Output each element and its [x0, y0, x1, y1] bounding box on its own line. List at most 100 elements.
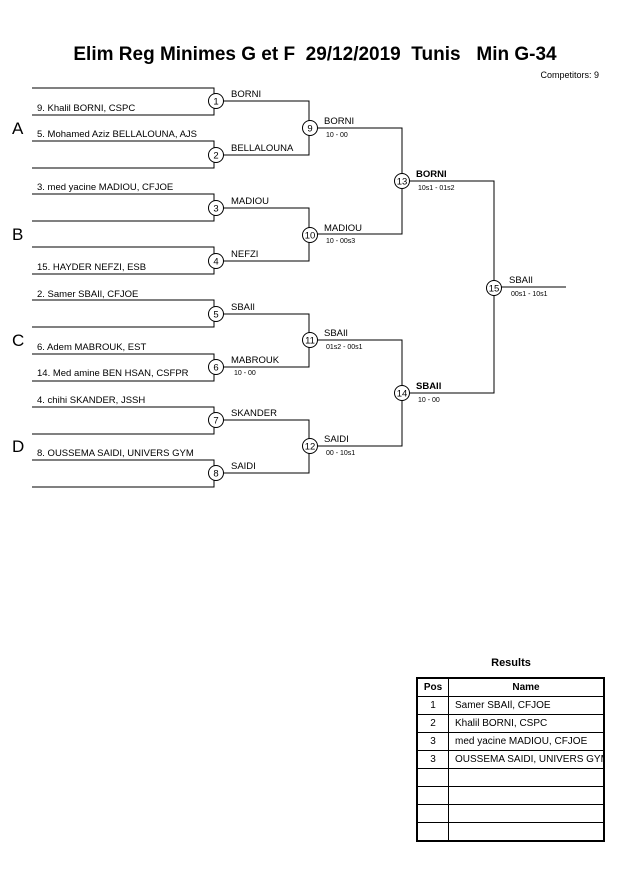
match-winner: BORNI	[416, 169, 447, 180]
match-winner: MADIOU	[231, 196, 269, 207]
match-score: 10 - 00	[418, 397, 440, 404]
match-number: 3	[213, 204, 218, 215]
match-score: 01s2 - 00s1	[326, 344, 363, 351]
match-number: 8	[213, 469, 218, 480]
pool-label-b: B	[12, 225, 23, 244]
competitor-name: 9. Khalil BORNI, CSPC	[37, 103, 135, 114]
match-winner: SBAIl	[416, 381, 441, 392]
match-number: 15	[489, 284, 500, 295]
result-pos	[416, 768, 449, 787]
match-number: 14	[397, 389, 408, 400]
match-circle	[208, 412, 224, 428]
result-pos	[416, 822, 449, 842]
match-winner: BELLALOUNA	[231, 143, 294, 154]
match-number: 12	[305, 442, 316, 453]
match-circle	[302, 120, 318, 136]
match-number: 10	[305, 231, 316, 242]
pool-label-c: C	[12, 331, 24, 350]
competitor-name: 3. med yacine MADIOU, CFJOE	[37, 182, 173, 193]
match-line	[32, 140, 215, 169]
match-circle	[208, 306, 224, 322]
result-name	[448, 804, 605, 823]
page-title: Elim Reg Minimes G et F 29/12/2019 Tunis…	[73, 44, 557, 65]
match-line	[32, 299, 215, 328]
match-winner: BORNI	[231, 89, 261, 100]
result-pos: 1	[416, 696, 449, 715]
match-circle	[394, 385, 410, 401]
match-score: 00s1 - 10s1	[511, 291, 548, 298]
pool-label-a: A	[12, 119, 24, 138]
match-winner: NEFZI	[231, 249, 258, 260]
results-header-row: Pos Name	[416, 677, 605, 697]
match-score: 10 - 00	[326, 132, 348, 139]
match-circle	[394, 173, 410, 189]
match-winner: BORNI	[324, 116, 354, 127]
match-winner: SKANDER	[231, 408, 277, 419]
match-winner: MADIOU	[324, 223, 362, 234]
result-name	[448, 768, 605, 787]
match-winner: SAIDI	[324, 434, 349, 445]
match-circle	[208, 359, 224, 375]
table-row	[416, 768, 605, 787]
match-winner: SBAIl	[509, 275, 533, 286]
match-winner: SAIDI	[231, 461, 256, 472]
match-circles	[208, 93, 502, 481]
match-line	[214, 419, 310, 474]
match-line	[32, 406, 215, 435]
match-circle	[302, 438, 318, 454]
match-winner: MABROUK	[231, 355, 280, 366]
competitor-name: 6. Adem MABROUK, EST	[37, 342, 146, 353]
result-pos	[416, 786, 449, 805]
competitor-count: Competitors: 9	[540, 70, 599, 80]
result-pos: 2	[416, 714, 449, 733]
match-number: 7	[213, 416, 218, 427]
match-score: 10 - 00	[234, 370, 256, 377]
result-pos	[416, 804, 449, 823]
result-name: Khalil BORNI, CSPC	[448, 714, 605, 733]
match-number: 13	[397, 177, 408, 188]
match-line	[32, 193, 215, 222]
pool-label-d: D	[12, 437, 24, 456]
match-circle	[302, 332, 318, 348]
match-winner: SBAIl	[324, 328, 348, 339]
result-name	[448, 822, 605, 842]
match-line	[309, 339, 403, 447]
match-circle	[208, 200, 224, 216]
match-number: 9	[307, 124, 312, 135]
match-number: 1	[213, 97, 218, 108]
competitor-name: 14. Med amine BEN HSAN, CSFPR	[37, 368, 189, 379]
match-circle	[208, 465, 224, 481]
match-circle	[302, 227, 318, 243]
match-number: 6	[213, 363, 218, 374]
match-winner: SBAIl	[231, 302, 255, 313]
competitor-name: 2. Samer SBAIl, CFJOE	[37, 289, 138, 300]
competitor-name: 4. chihi SKANDER, JSSH	[37, 395, 145, 406]
match-line	[214, 207, 310, 262]
results-header-pos: Pos	[416, 677, 449, 697]
results-title: Results	[491, 657, 531, 669]
competitor-name: 8. OUSSEMA SAIDI, UNIVERS GYM	[37, 448, 194, 459]
round1-lines	[32, 87, 566, 488]
match-score: 10 - 00s3	[326, 238, 355, 245]
table-row	[416, 822, 605, 842]
match-circle	[486, 280, 502, 296]
match-number: 5	[213, 310, 218, 321]
competitor-name: 5. Mohamed Aziz BELLALOUNA, AJS	[37, 129, 197, 140]
match-circle	[208, 147, 224, 163]
table-row	[416, 804, 605, 823]
match-circle	[208, 253, 224, 269]
match-line	[32, 459, 215, 488]
match-line	[309, 127, 403, 235]
match-score: 00 - 10s1	[326, 450, 355, 457]
result-name: Samer SBAIl, CFJOE	[448, 696, 605, 715]
match-number: 2	[213, 151, 218, 162]
match-score: 10s1 - 01s2	[418, 185, 455, 192]
result-name	[448, 786, 605, 805]
